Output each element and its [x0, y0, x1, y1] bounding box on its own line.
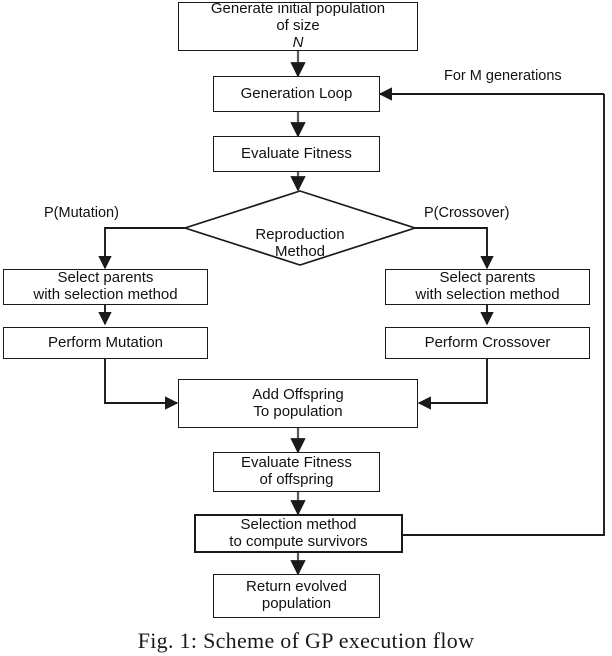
node-select-parents-crossover: Select parents with selection method [385, 269, 590, 305]
node-perform-mutation-label: Perform Mutation [47, 333, 164, 351]
edge-label-p-crossover: P(Crossover) [424, 205, 510, 221]
edge-label-p-mutation: P(Mutation) [44, 205, 119, 221]
node-selection-method: Selection method to compute survivors [194, 514, 403, 553]
node-selection-method-label: Selection method to compute survivors [229, 515, 368, 550]
node-generation-loop: Generation Loop [213, 76, 380, 112]
node-evaluate-fitness-label: Evaluate Fitness [241, 144, 352, 162]
node-add-offspring-label: Add Offspring To population [252, 385, 344, 420]
generate-line1: Generate initial population [210, 0, 386, 18]
generate-size-symbol: N [292, 33, 304, 51]
node-select-parents-mutation-label: Select parents with selection method [33, 269, 178, 303]
generate-line2-prefix: of size [276, 17, 320, 35]
node-perform-crossover-label: Perform Crossover [424, 333, 551, 351]
node-return-evolved-population-label: Return evolved population [246, 578, 347, 612]
node-add-offspring: Add Offspring To population [178, 379, 418, 428]
node-select-parents-mutation: Select parents with selection method [3, 269, 208, 305]
figure-caption: Fig. 1: Scheme of GP execution flow [137, 628, 475, 653]
node-generation-loop-label: Generation Loop [240, 84, 353, 102]
node-select-parents-crossover-label: Select parents with selection method [415, 269, 560, 303]
reproduction-diamond [182, 190, 418, 266]
node-perform-crossover: Perform Crossover [385, 327, 590, 359]
node-reproduction-method-label: Reproduction Method [255, 225, 345, 260]
node-evaluate-fitness-offspring-label: Evaluate Fitness of offspring [241, 454, 352, 488]
node-evaluate-fitness: Evaluate Fitness [213, 136, 380, 172]
edge-label-for-m-generations: For M generations [444, 68, 562, 84]
node-evaluate-fitness-offspring: Evaluate Fitness of offspring [213, 452, 380, 492]
node-perform-mutation: Perform Mutation [3, 327, 208, 359]
node-return-evolved-population: Return evolved population [213, 574, 380, 618]
